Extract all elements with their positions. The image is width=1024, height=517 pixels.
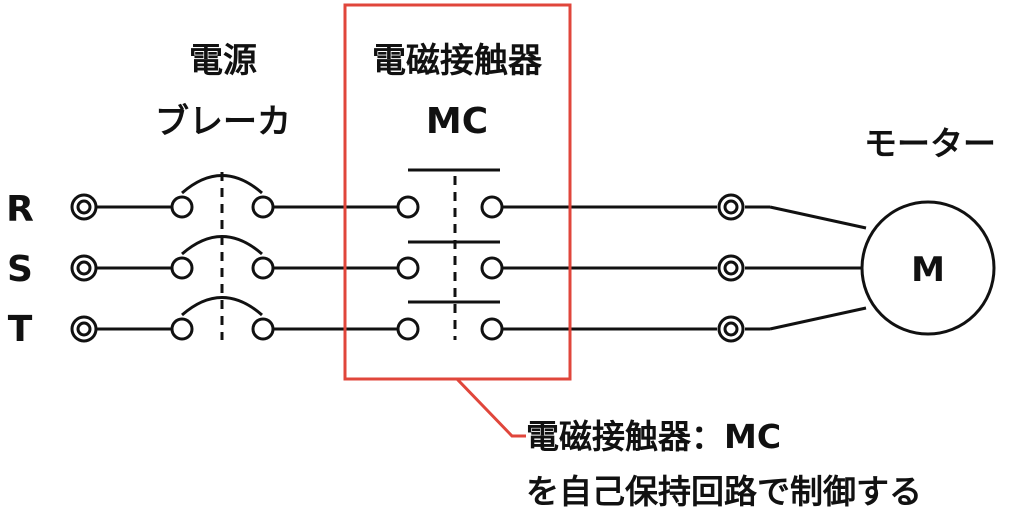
motor-title: モーター: [864, 124, 996, 163]
output-terminal-t: [717, 315, 745, 343]
phase-label-r: R: [6, 189, 34, 230]
source-terminal-s: [70, 254, 98, 282]
motor-circle: [860, 200, 996, 336]
mc-symbol: [396, 168, 504, 341]
source-terminal-r: [70, 193, 98, 221]
note-line1: 電磁接触器：MC: [526, 417, 781, 456]
mc-label-line2: MC: [426, 101, 488, 142]
phase-label-s: S: [7, 249, 33, 290]
note-line2: を自己保持回路で制御する: [526, 472, 922, 511]
breaker-symbol: [170, 172, 275, 341]
breaker-label-line2: ブレーカ: [155, 102, 291, 142]
breaker-label-line1: 電源: [189, 41, 257, 81]
motor-symbol-label: M: [911, 250, 945, 290]
wires: [96, 205, 867, 331]
mc-callout-leader: [455, 377, 526, 438]
output-terminal-s: [717, 254, 745, 282]
source-terminal-t: [70, 315, 98, 343]
output-terminal-r: [717, 193, 745, 221]
mc-label-line1: 電磁接触器: [372, 41, 543, 81]
phase-label-t: T: [8, 309, 33, 350]
